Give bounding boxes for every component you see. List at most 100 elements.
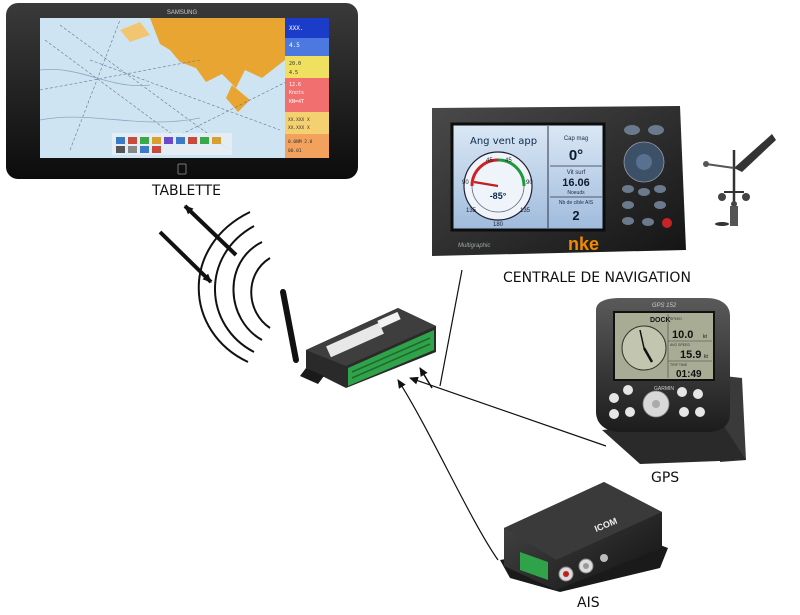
key-button[interactable] — [648, 125, 664, 135]
gps-compass-needle — [642, 347, 654, 363]
tablet-data-panel: XXX. 4.5 20.0 4.5 12.6 Knots KN=4T XX.XX… — [285, 18, 329, 158]
mux-mount-left — [300, 368, 324, 384]
toolbar-icon — [152, 137, 161, 144]
row-value: 0° — [569, 147, 583, 164]
gps-value-label: AVG SPEED — [670, 343, 690, 347]
chart-contours — [39, 68, 201, 123]
gps-device: GPS 152 DOCK SPEED 10.0 kt AVG SPEED 15.… — [596, 298, 746, 464]
tablet-device: SAMSUNG XXX. 4.5 20.0 — [6, 3, 358, 179]
ais-connector — [600, 554, 608, 562]
label-tablet: TABLETTE — [152, 183, 221, 199]
arrow-to-tablet — [183, 204, 238, 257]
gps-key[interactable] — [609, 409, 619, 419]
gps-value-unit: kt — [703, 334, 708, 340]
row-value: 16.06 — [562, 177, 590, 189]
key-button[interactable] — [638, 188, 650, 196]
key-button[interactable] — [622, 185, 634, 193]
label-ais: AIS — [577, 595, 600, 611]
tablet-toolbar — [112, 133, 232, 155]
ais-device: ICOM — [500, 482, 668, 592]
panel-value: 0.0NM 2.0 — [288, 139, 313, 145]
gps-value-unit: kt — [704, 354, 709, 360]
key-button[interactable] — [624, 125, 640, 135]
toolbar-icon — [140, 137, 149, 144]
toolbar-icon — [152, 146, 161, 153]
chart-land — [150, 18, 285, 88]
panel-value: 4.5 — [289, 70, 298, 76]
dial-tick: 45 — [505, 158, 512, 164]
gps-key[interactable] — [695, 407, 705, 417]
central-brand-logo: nke — [568, 234, 599, 254]
key-button[interactable] — [622, 201, 634, 209]
dial-needle — [473, 180, 499, 188]
gps-value: 10.0 — [672, 329, 693, 341]
key-button[interactable] — [622, 217, 634, 225]
wind-dial: 45 45 90 90 135 135 180 -85° — [462, 151, 533, 228]
row-label: Cap mag — [564, 136, 588, 142]
windows-button-icon — [177, 163, 187, 175]
central-keypad — [622, 125, 672, 228]
gps-key[interactable] — [693, 389, 703, 399]
toolbar-icon — [176, 137, 185, 144]
gps-value: 15.9 — [680, 349, 701, 361]
row-unit: Noeuds — [567, 190, 585, 196]
label-central: CENTRALE DE NAVIGATION — [503, 270, 691, 286]
dial-value: -85° — [490, 191, 507, 201]
gps-value: 01:49 — [676, 369, 702, 380]
toolbar-icon — [140, 146, 149, 153]
toolbar-icon — [212, 137, 221, 144]
gps-model: GPS 152 — [652, 303, 677, 309]
nmea-multiplexer — [280, 289, 436, 388]
gps-value-label: SPEED — [670, 317, 682, 321]
gps-key[interactable] — [623, 385, 633, 395]
central-series: Multigraphic — [458, 243, 490, 249]
panel-value: 20.0 — [289, 61, 301, 67]
mux-terminals — [348, 330, 434, 386]
panel-value: XX.XXX X — [288, 117, 310, 123]
link-central — [439, 269, 463, 387]
mux-label — [326, 322, 384, 358]
gps-value-label: TRIP TIME — [670, 363, 688, 367]
panel-value: 4.5 — [289, 42, 300, 49]
panel-value: XX.XXX X — [288, 125, 310, 131]
gps-key[interactable] — [677, 387, 687, 397]
panel-value: XXX. — [289, 25, 303, 32]
gps-key[interactable] — [679, 407, 689, 417]
row-label: Nb de cible AIS — [559, 200, 594, 206]
key-button[interactable] — [654, 201, 666, 209]
chart-routes — [39, 19, 291, 151]
central-left-title: Ang vent app — [470, 136, 537, 147]
gps-key[interactable] — [625, 407, 635, 417]
arrow-from-tablet — [158, 230, 213, 284]
dial-tick: 45 — [486, 158, 493, 164]
gps-brand: GARMIN — [654, 386, 674, 392]
power-button[interactable] — [662, 218, 672, 228]
central-data-rows: Cap mag 0° Vit surf 16.06 Noeuds Nb de c… — [550, 136, 602, 223]
panel-value: KN=4T — [289, 99, 304, 105]
toolbar-icon — [164, 137, 173, 144]
chart-land-small — [120, 22, 150, 42]
key-button[interactable] — [654, 185, 666, 193]
label-gps: GPS — [651, 470, 680, 486]
wifi-antenna — [280, 289, 299, 363]
link-gps — [409, 376, 607, 447]
dial-tick: 135 — [466, 208, 477, 214]
tablet-link-arrows — [158, 204, 238, 284]
dial-tick: 90 — [462, 180, 469, 186]
connection-lines — [397, 269, 607, 561]
toolbar-icon — [200, 137, 209, 144]
link-ais — [397, 379, 499, 561]
gps-screen-title: DOCK — [650, 317, 671, 324]
key-button[interactable] — [642, 218, 654, 226]
gps-key[interactable] — [609, 393, 619, 403]
dial-tick: 135 — [520, 208, 531, 214]
tablet-brand: SAMSUNG — [167, 10, 198, 16]
ais-terminal — [520, 552, 548, 580]
toolbar-icon — [116, 146, 125, 153]
toolbar-icon — [116, 137, 125, 144]
dial-tick: 180 — [493, 222, 504, 228]
toolbar-icon — [128, 137, 137, 144]
toolbar-icon — [128, 146, 137, 153]
tablet-screen: XXX. 4.5 20.0 4.5 12.6 Knots KN=4T XX.XX… — [39, 18, 329, 158]
wifi-waves-icon — [197, 211, 271, 363]
